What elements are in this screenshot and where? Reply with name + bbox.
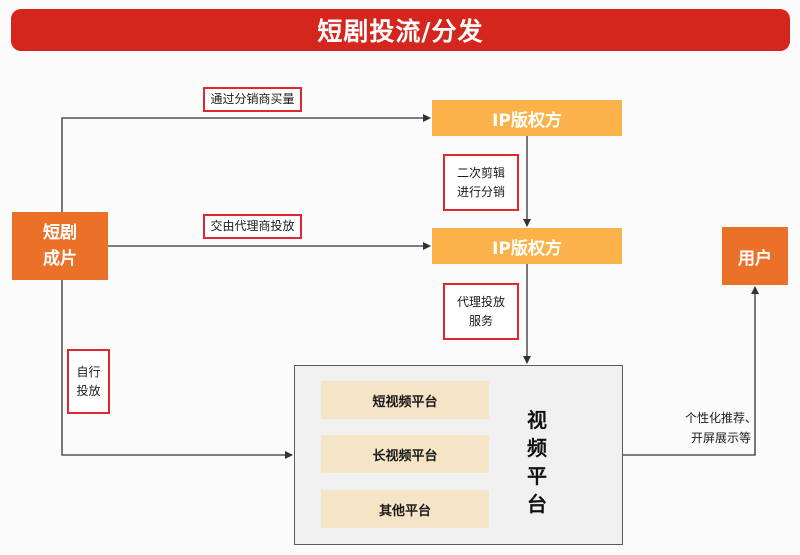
label-buy-via-distributor: 通过分销商买量 [203, 87, 302, 112]
label-self-placement: 自行 投放 [67, 349, 110, 414]
label-secondary-edit-line1: 二次剪辑 [456, 165, 505, 180]
recommendation-note: 个性化推荐、 开屏展示等 [668, 408, 774, 448]
platform-group-title: 视 频 平 台 [517, 406, 557, 518]
arrow-platform-to-user [623, 286, 759, 456]
label-agent-placement: 交由代理商投放 [203, 214, 302, 239]
platform-title-char: 视 [527, 408, 547, 432]
label-secondary-edit: 二次剪辑 进行分销 [443, 154, 519, 211]
platform-title-char: 台 [527, 492, 547, 516]
arrow-source-to-platform [61, 280, 293, 459]
label-self-placement-line1: 自行 [76, 364, 101, 379]
source-line2: 成片 [43, 249, 77, 269]
label-self-placement-line2: 投放 [76, 383, 101, 398]
platform-item-other: 其他平台 [321, 490, 489, 528]
label-agent-service: 代理投放 服务 [443, 283, 519, 340]
platform-title-char: 频 [527, 436, 547, 460]
label-secondary-edit-line2: 进行分销 [456, 184, 505, 199]
label-agent-service-line1: 代理投放 [456, 294, 505, 309]
platform-item-short-video: 短视频平台 [321, 381, 489, 419]
source-node: 短剧 成片 [12, 212, 108, 280]
arrow-source-to-ip-top [61, 114, 431, 212]
source-line1: 短剧 [43, 223, 77, 243]
platform-title-char: 平 [527, 464, 547, 488]
platform-item-long-video: 长视频平台 [321, 435, 489, 473]
page-title: 短剧投流/分发 [11, 9, 790, 51]
video-platform-group: 短视频平台 长视频平台 其他平台 视 频 平 台 [294, 365, 623, 545]
recommendation-note-line1: 个性化推荐、 [684, 411, 757, 425]
ip-holder-top-node: IP版权方 [432, 100, 622, 136]
label-agent-service-line2: 服务 [468, 313, 493, 328]
ip-holder-bottom-node: IP版权方 [432, 228, 622, 264]
user-node: 用户 [722, 227, 788, 285]
recommendation-note-line2: 开屏展示等 [690, 431, 751, 445]
